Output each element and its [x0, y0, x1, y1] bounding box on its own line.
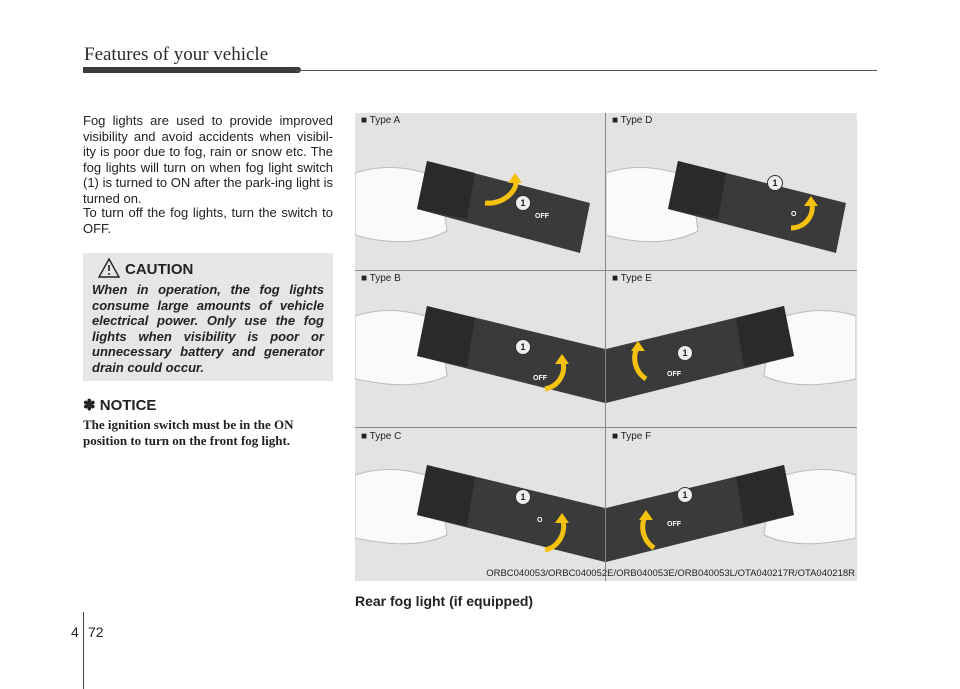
figure-divider-horizontal — [355, 427, 857, 428]
notice-text: The ignition switch must be in the ON po… — [83, 417, 294, 448]
caution-box: CAUTION When in operation, the fog light… — [83, 253, 333, 381]
page-number: 72 — [88, 624, 104, 640]
switch-o-label: O — [537, 517, 543, 524]
switch-off-label: OFF — [667, 371, 681, 378]
header-rule-thin — [295, 70, 877, 71]
type-label: ■ Type E — [612, 273, 652, 284]
switch-illustration-type-c — [355, 465, 605, 562]
footer-divider — [83, 612, 84, 689]
callout-1: 1 — [677, 345, 693, 361]
switch-illustration-type-f — [606, 465, 856, 562]
caution-text: When in operation, the fog lights consum… — [92, 282, 324, 375]
switch-illustration-type-d — [606, 161, 846, 253]
switch-illustration-type-a — [355, 161, 590, 253]
type-label: ■ Type D — [612, 115, 653, 126]
page-section-number: 4 — [71, 624, 79, 640]
callout-1: 1 — [767, 175, 783, 191]
type-label: ■ Type F — [612, 431, 652, 442]
callout-1: 1 — [677, 487, 693, 503]
caution-title: CAUTION — [125, 261, 194, 278]
switch-off-label: OFF — [533, 375, 547, 382]
switch-off-label: OFF — [535, 213, 549, 220]
figure-divider-horizontal — [355, 270, 857, 271]
notice-title: NOTICE — [99, 397, 157, 414]
figure-divider-vertical — [605, 113, 606, 581]
fog-light-switch-figure: ■ Type A 1 OFF ■ Type D 1 O ■ Type B 1 O… — [355, 113, 857, 581]
warning-triangle-icon — [98, 258, 120, 278]
header-rule-thick — [83, 67, 301, 73]
type-label: ■ Type A — [361, 115, 401, 126]
figure-caption: Rear fog light (if equipped) — [355, 593, 534, 609]
callout-1: 1 — [515, 195, 531, 211]
turn-off-paragraph: To turn off the fog lights, turn the swi… — [83, 205, 333, 236]
switch-o-label: O — [791, 211, 797, 218]
notice-heading: ✽ NOTICE — [83, 396, 156, 414]
switch-illustration-type-b — [355, 306, 605, 403]
type-label: ■ Type C — [361, 431, 402, 442]
type-label: ■ Type B — [361, 273, 401, 284]
callout-1: 1 — [515, 339, 531, 355]
notice-symbol-icon: ✽ — [83, 397, 96, 414]
page-header-title: Features of your vehicle — [84, 44, 269, 65]
figure-code: ORBC040053/ORBC040052E/ORB040053E/ORB040… — [486, 568, 855, 579]
switch-off-label: OFF — [667, 521, 681, 528]
fog-lights-paragraph: Fog lights are used to provide improved … — [83, 113, 333, 206]
switch-illustration-type-e — [606, 306, 856, 403]
callout-1: 1 — [515, 489, 531, 505]
